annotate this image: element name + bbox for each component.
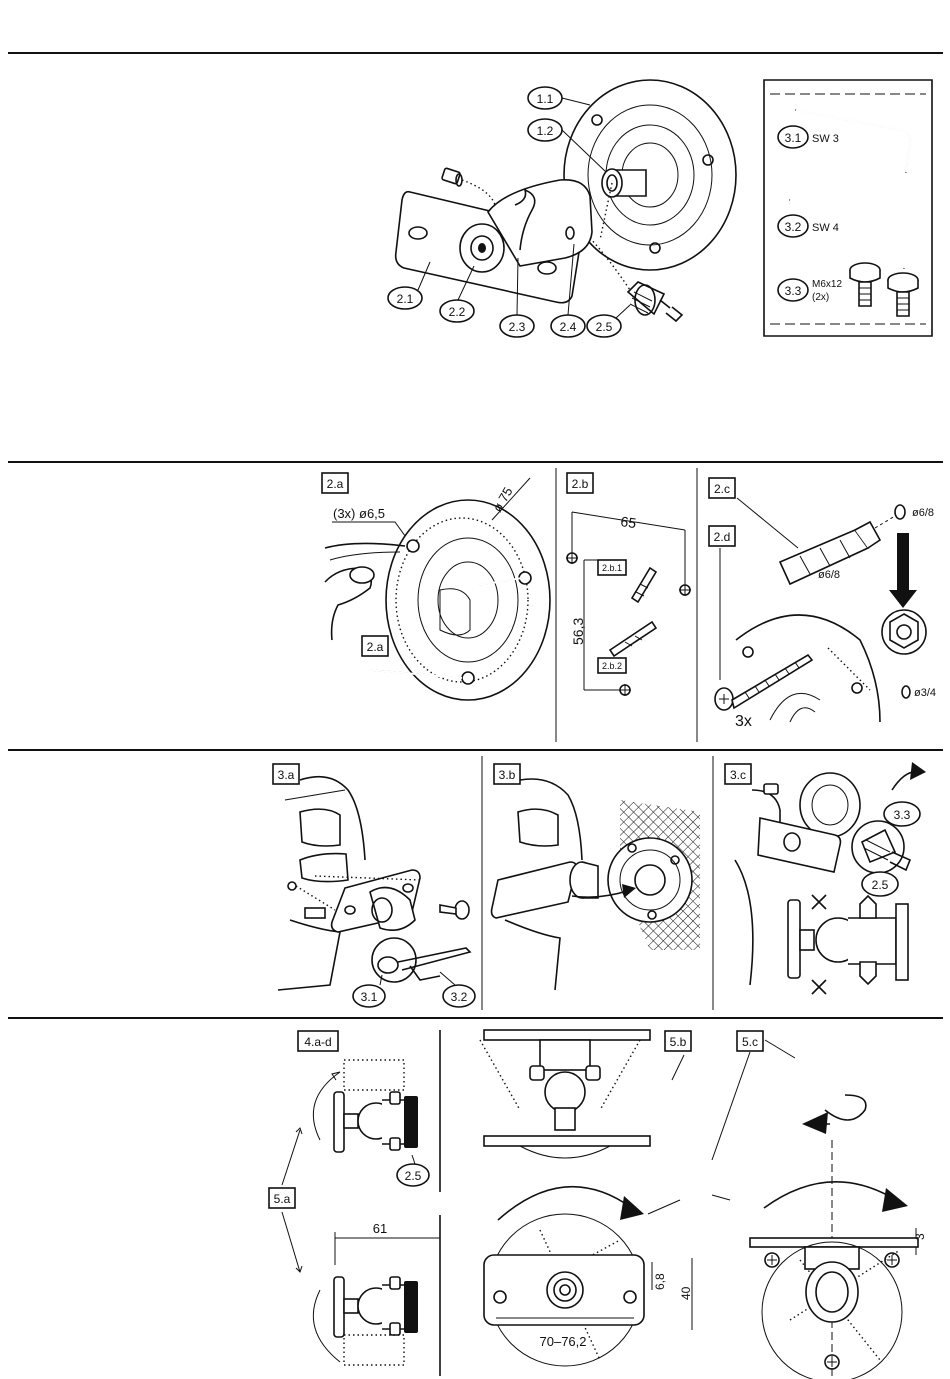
svg-text:2.3: 2.3: [509, 320, 526, 334]
svg-text:6,8: 6,8: [653, 1273, 667, 1290]
step-4a-d: 4.a-d 2.5: [298, 1030, 440, 1192]
hole-marker-1: [566, 552, 578, 564]
hole-marker-3: [619, 684, 631, 696]
svg-text:1.1: 1.1: [537, 92, 554, 106]
step-5c: 5.c 3: [712, 1031, 927, 1379]
hole-marker-2: [679, 584, 691, 596]
callout-2-2: 2.2: [440, 300, 474, 322]
step-3b: 3.b: [492, 764, 701, 990]
parts-bag: 3.1 SW 3 3.2 SW 4 3.3 M6x12 (2x): [764, 80, 932, 336]
callout-1-1: 1.1: [528, 87, 562, 109]
screw-hexkey-detail: [372, 938, 470, 982]
svg-text:2.1: 2.1: [397, 292, 414, 306]
svg-text:70–76,2: 70–76,2: [540, 1334, 587, 1349]
svg-text:40: 40: [679, 1286, 693, 1300]
exploded-view: 1.1 1.2 2.1 2.2 2.3 2.4 2.5: [388, 80, 736, 337]
svg-text:2.c: 2.c: [714, 482, 730, 496]
svg-text:2.5: 2.5: [872, 878, 889, 892]
callout-2-3: 2.3: [500, 315, 534, 337]
svg-text:3.1: 3.1: [361, 990, 378, 1004]
svg-text:3.2: 3.2: [785, 220, 802, 234]
wall-plate-drawing: [386, 500, 550, 700]
svg-text:3.c: 3.c: [730, 768, 746, 782]
step-3c: 3.c 3.3 2.5: [725, 762, 926, 994]
set-screw-top: [442, 168, 462, 186]
screws-m6x12: [850, 263, 918, 316]
rotate-arrow-5c-icon: [802, 1095, 866, 1134]
callout-2-5: 2.5: [587, 315, 621, 337]
swivel-arrow-5b: [498, 1187, 644, 1220]
callout-1-2: 1.2: [528, 119, 562, 141]
speaker-cabinet-drawing: [278, 777, 365, 990]
ball-joint-4a: [334, 1092, 418, 1152]
svg-text:5.b: 5.b: [670, 1035, 687, 1049]
svg-text:3.3: 3.3: [894, 808, 911, 822]
bracket-plate-drawing: [332, 870, 420, 932]
svg-text:3.2: 3.2: [451, 990, 468, 1004]
svg-text:3.1: 3.1: [785, 131, 802, 145]
svg-text:2.4: 2.4: [560, 320, 577, 334]
screw-head-icon-3: [825, 1355, 839, 1369]
svg-text:5.a: 5.a: [274, 1192, 291, 1206]
svg-text:(2x): (2x): [812, 292, 829, 303]
screw-3a: [440, 901, 469, 919]
mount-pin-part-1-2: [602, 169, 646, 197]
svg-text:3x: 3x: [735, 713, 752, 730]
svg-text:3: 3: [913, 1233, 927, 1240]
set-screw-part-2-5: [628, 282, 682, 321]
svg-text:SW 4: SW 4: [812, 222, 839, 234]
svg-text:2.b.1: 2.b.1: [602, 563, 622, 573]
svg-text:3.a: 3.a: [278, 768, 295, 782]
step-3a: 3.a 3.1: [273, 764, 475, 1007]
svg-text:ø6/8: ø6/8: [912, 507, 934, 519]
svg-text:2.2: 2.2: [449, 305, 466, 319]
callout-2-1: 2.1: [388, 287, 422, 309]
svg-text:SW 3: SW 3: [812, 133, 839, 145]
svg-text:3.b: 3.b: [499, 768, 516, 782]
screw-head-icon-1: [765, 1253, 779, 1267]
svg-text:ø 75: ø 75: [490, 484, 516, 514]
step-2c-2d: 2.c 2.d ø6/8 ø6/8 ø3/4: [709, 478, 936, 730]
step-2a: 2.a (3x) ø6,5 ø 75 2.a: [322, 473, 550, 700]
swivel-arrow-5c: [764, 1182, 908, 1212]
dowel-end-view: [882, 610, 926, 654]
bracket-plate-part-2-1: [396, 180, 592, 303]
svg-text:65: 65: [620, 513, 638, 531]
ball-joint-5a: [334, 1277, 418, 1337]
ball-joint-5c: [805, 1247, 859, 1322]
svg-text:(3x) ø6,5: (3x) ø6,5: [333, 506, 385, 521]
callout-2-4: 2.4: [551, 315, 585, 337]
set-screw-top-3c: [764, 784, 778, 794]
rotate-arrow-icon: [892, 762, 926, 790]
svg-text:2.a: 2.a: [327, 477, 344, 491]
step-5b: 5.b 70–76,2 6,8 40: [480, 1030, 693, 1366]
svg-text:2.5: 2.5: [405, 1169, 422, 1183]
svg-text:2.b: 2.b: [572, 477, 589, 491]
screw-head-icon-2: [885, 1253, 899, 1267]
svg-text:2.5: 2.5: [596, 320, 613, 334]
svg-text:2.a: 2.a: [367, 640, 384, 654]
svg-text:4.a-d: 4.a-d: [304, 1035, 331, 1049]
svg-text:ø3/4: ø3/4: [914, 687, 936, 699]
ball-joint-drawing-3c: [788, 896, 908, 984]
ball-joint-5b: [530, 1040, 600, 1130]
svg-text:1.2: 1.2: [537, 124, 554, 138]
drill-bit-drawing: [610, 568, 656, 656]
svg-text:2.b.2: 2.b.2: [602, 661, 622, 671]
svg-text:56,3: 56,3: [570, 618, 586, 645]
svg-text:2.d: 2.d: [714, 530, 731, 544]
hex-key-sw4: [790, 200, 908, 268]
svg-text:3.3: 3.3: [785, 284, 802, 298]
svg-text:61: 61: [373, 1221, 387, 1236]
wood-screw-drawing: [715, 655, 812, 710]
svg-text:M6x12: M6x12: [812, 279, 842, 290]
arrow-down-icon: [889, 533, 917, 608]
svg-text:ø6/8: ø6/8: [818, 569, 840, 581]
step-2b: 2.b 65 56,3 2.b.1 2.b.2: [566, 473, 691, 696]
svg-text:5.c: 5.c: [742, 1035, 758, 1049]
